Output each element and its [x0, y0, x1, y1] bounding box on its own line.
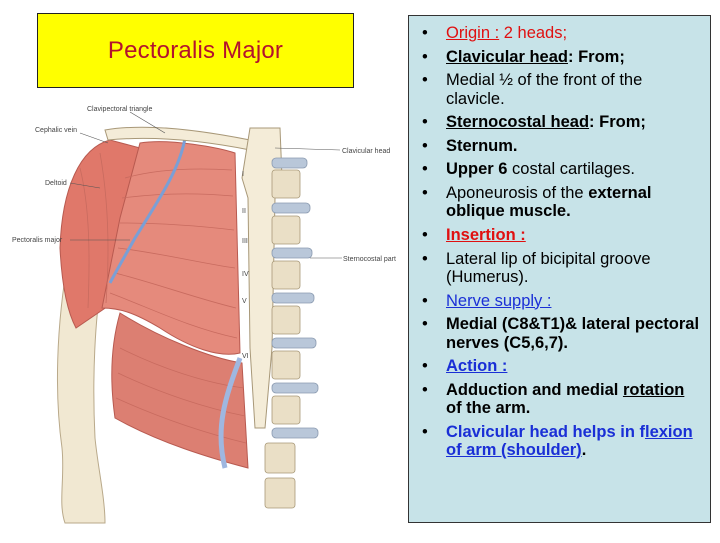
- rib-label-4: IV: [242, 271, 249, 278]
- bullet-list: Origin : 2 heads; Clavicular head: From;…: [419, 24, 704, 460]
- label-cephalic: Cephalic vein: [35, 127, 77, 134]
- sternum-text: Sternum.: [446, 136, 518, 155]
- bullet-insertion: Insertion :: [419, 225, 704, 245]
- anatomy-illustration: I II III IV V VI Clavipectoral triangle …: [10, 98, 400, 538]
- bullet-medial-half: Medial ½ of the front of the clavicle.: [419, 71, 704, 108]
- content-panel: Origin : 2 heads; Clavicular head: From;…: [408, 15, 711, 523]
- lateral-lip-text: Lateral lip of bicipital groove (Humerus…: [446, 249, 651, 286]
- label-sternocostal: Sternocostal part: [343, 256, 396, 263]
- rib-label-6: VI: [242, 353, 249, 360]
- medial-half-text: Medial ½ of the front of the clavicle.: [446, 71, 643, 108]
- clav-helps-c: .: [581, 441, 587, 460]
- rib-label-3: III: [242, 238, 248, 245]
- fascia-line: [108, 137, 187, 284]
- ribcage-lower: [111, 312, 249, 469]
- bullet-nerve-text: Medial (C8&T1)& lateral pectoral nerves …: [419, 315, 704, 352]
- label-clavipectoral: Clavipectoral triangle: [87, 106, 152, 113]
- bullet-sternocostal: Sternocostal head: From;: [419, 113, 704, 132]
- insertion-label: Insertion :: [446, 225, 526, 244]
- origin-label: Origin :: [446, 24, 500, 42]
- action-label: Action :: [446, 357, 508, 376]
- sternocostal-label: Sternocostal head: [446, 113, 590, 132]
- title-box: Pectoralis Major: [37, 13, 354, 88]
- aponeurosis-a: Aponeurosis of the: [446, 183, 589, 202]
- bullet-nerve: Nerve supply :: [419, 291, 704, 311]
- muscle-fibers: [79, 152, 238, 339]
- bullet-clavicular-helps: Clavicular head helps in flexion of arm …: [419, 423, 704, 460]
- bullet-aponeurosis: Aponeurosis of the external oblique musc…: [419, 184, 704, 221]
- fascia-line-lower: [218, 357, 243, 469]
- bullet-clavicular: Clavicular head: From;: [419, 47, 704, 67]
- adduction-c: of the arm.: [446, 399, 531, 418]
- nerve-text: Medial (C8&T1)& lateral pectoral nerves …: [446, 315, 700, 352]
- bullet-adduction: Adduction and medial rotation of the arm…: [419, 381, 704, 418]
- label-deltoid: Deltoid: [45, 180, 67, 187]
- bullet-sternum: Sternum.: [419, 136, 704, 156]
- rib-labels: I II III IV V VI: [242, 171, 249, 360]
- bullet-origin: Origin : 2 heads;: [419, 24, 704, 43]
- bullet-lateral-lip: Lateral lip of bicipital groove (Humerus…: [419, 250, 704, 287]
- slide-title: Pectoralis Major: [107, 36, 284, 64]
- costal-cartilages: [271, 157, 319, 439]
- label-clavicular-head: Clavicular head: [342, 148, 390, 155]
- upper6-b: costal cartilages.: [507, 160, 635, 179]
- bullet-upper6: Upper 6 costal cartilages.: [419, 160, 704, 179]
- nerve-label: Nerve supply :: [446, 291, 552, 310]
- clavicular-label: Clavicular head: [446, 47, 568, 66]
- bullet-action: Action :: [419, 357, 704, 376]
- pectoralis-muscle: [101, 141, 241, 355]
- label-pectoralis: Pectoralis major: [12, 237, 63, 244]
- rib-label-2: II: [242, 208, 246, 215]
- upper6-a: Upper 6: [446, 160, 508, 179]
- rib-label-5: V: [242, 298, 247, 305]
- sternocostal-rest: : From;: [589, 113, 646, 132]
- adduction-b: rotation: [622, 380, 685, 399]
- clav-helps-a: Clavicular head helps in f: [446, 422, 645, 441]
- pectoralis-diagram: I II III IV V VI Clavipectoral triangle …: [12, 106, 396, 524]
- clav-helps-b: lexion of arm (shoulder): [446, 422, 693, 460]
- aponeurosis-b: external oblique muscle.: [446, 183, 652, 221]
- origin-rest: 2 heads;: [499, 24, 568, 42]
- adduction-a: Adduction and medial: [446, 380, 623, 399]
- clavicular-rest: : From;: [567, 47, 625, 66]
- rib-label-1: I: [242, 171, 244, 178]
